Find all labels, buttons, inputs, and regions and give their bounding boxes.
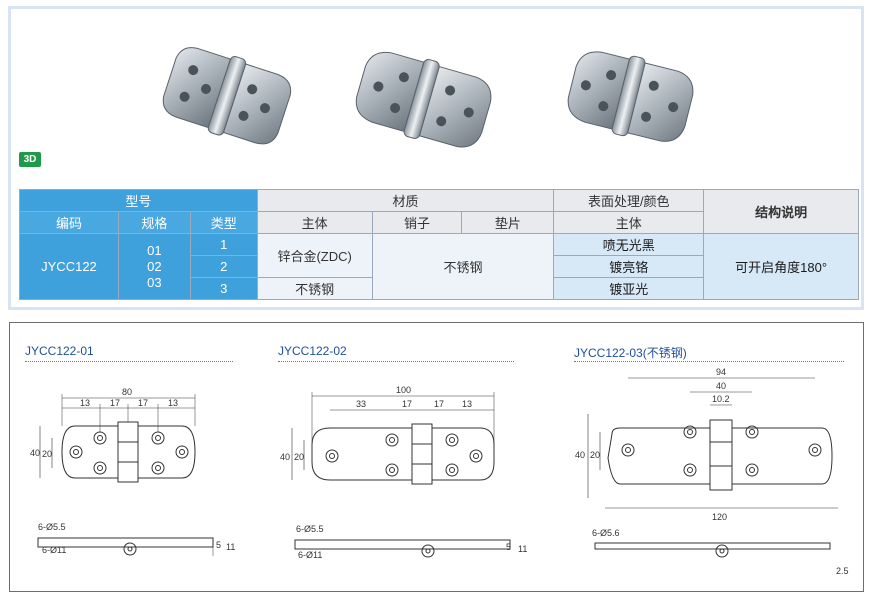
header-body: 主体: [256, 211, 373, 234]
dim-100: 100: [396, 385, 411, 395]
drawing-2: [291, 392, 511, 558]
dim-5b: 5: [506, 542, 511, 552]
finish-3: 镀亚光: [553, 277, 705, 300]
dim-94: 94: [716, 367, 726, 377]
body-ss: 不锈钢: [256, 277, 373, 300]
dim-hole2a: 6-Ø11: [42, 545, 66, 555]
dim-40c: 40: [716, 381, 726, 391]
structure-desc: 可开启角度180°: [703, 233, 859, 300]
spec-03: 03: [147, 274, 162, 290]
spec-01: 01: [147, 242, 162, 258]
spec-table: 型号 材质 表面处理/颜色 结构说明 编码 规格 类型 主体 销子 垫片 主体 …: [19, 189, 859, 300]
drawing-1: [37, 394, 214, 556]
dim-20c: 20: [590, 450, 600, 460]
dim-11a: 11: [226, 542, 235, 552]
body-zinc: 锌合金(ZDC): [256, 233, 373, 278]
3d-badge[interactable]: 3D: [19, 152, 41, 167]
product-photos: [162, 47, 694, 148]
cell-specs: 01 02 03: [117, 233, 191, 300]
dim-5a: 5: [216, 540, 221, 550]
title-underline-2: [278, 361, 514, 362]
dim-11b: 11: [518, 544, 527, 554]
dim-hole1a: 6-Ø5.5: [38, 522, 66, 532]
dim-13b: 13: [168, 398, 178, 408]
header-spec: 规格: [117, 211, 191, 234]
hinge-photo-3: [567, 51, 694, 142]
spec-02: 02: [147, 258, 162, 274]
dim-hole2b: 6-Ø11: [298, 550, 322, 560]
dim-40b: 40: [280, 452, 290, 462]
dim-hole1c: 6-Ø5.6: [592, 528, 620, 538]
hinge-photo-1: [162, 47, 292, 145]
dim-17d: 17: [434, 399, 444, 409]
title-underline-1: [25, 361, 233, 362]
header-structure: 结构说明: [703, 189, 859, 234]
header-material: 材质: [256, 189, 555, 212]
product-frame: [8, 6, 864, 310]
dim-17a: 17: [110, 398, 120, 408]
header-type: 类型: [189, 211, 258, 234]
dim-40d: 40: [575, 450, 585, 460]
header-surface-body: 主体: [553, 211, 705, 234]
dim-80: 80: [122, 387, 132, 397]
header-surface: 表面处理/颜色: [553, 189, 705, 212]
title-underline-3: [574, 361, 844, 362]
dim-33: 33: [356, 399, 366, 409]
dim-17b: 17: [138, 398, 148, 408]
dim-20b: 20: [294, 452, 304, 462]
dim-120: 120: [712, 512, 727, 522]
pin-washer-material: 不锈钢: [371, 233, 555, 300]
dim-17c: 17: [402, 399, 412, 409]
dim-40a: 40: [30, 448, 40, 458]
dim-13c: 13: [462, 399, 472, 409]
dim-13a: 13: [80, 398, 90, 408]
header-model: 型号: [19, 189, 258, 212]
cell-code: JYCC122: [19, 233, 119, 300]
drawing-title-3: JYCC122-03(不锈钢): [574, 346, 687, 360]
dim-10-2: 10.2: [712, 394, 730, 404]
dim-20a: 20: [42, 449, 52, 459]
drawing-frame: [9, 322, 864, 592]
dim-2-5: 2.5: [836, 566, 849, 576]
drawing-title-2: JYCC122-02: [278, 344, 347, 358]
header-code: 编码: [19, 211, 119, 234]
hinge-photo-2: [355, 51, 492, 148]
drawing-3: [587, 377, 838, 558]
dim-hole1b: 6-Ø5.5: [296, 524, 324, 534]
type-3: 3: [189, 277, 258, 300]
drawing-title-1: JYCC122-01: [25, 344, 94, 358]
